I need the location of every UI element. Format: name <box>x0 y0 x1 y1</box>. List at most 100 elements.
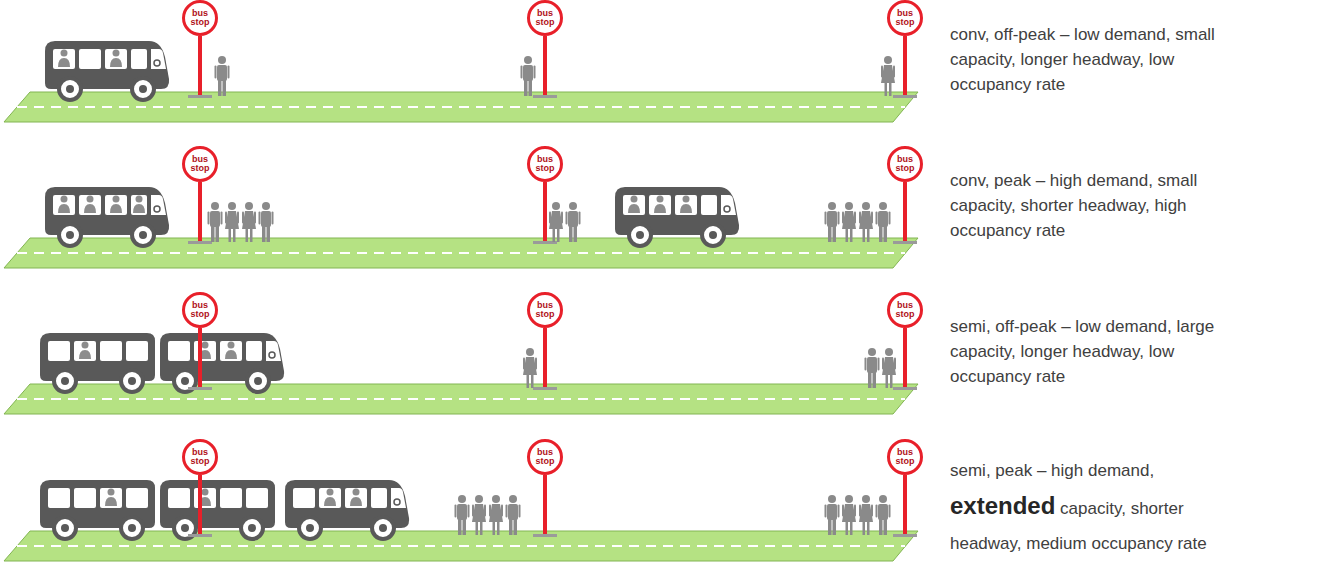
sign-text: bus stop <box>894 301 916 319</box>
bus-stop-pole <box>188 328 212 390</box>
bus-stop-sign: bus stop <box>887 292 923 328</box>
bus-stop-sign: bus stop <box>887 146 923 182</box>
bus-stop-sign: bus stop <box>527 292 563 328</box>
sign-text: bus stop <box>189 9 211 27</box>
waiting-person <box>549 202 563 242</box>
bus-stop-pole <box>188 475 212 537</box>
bus-trailer <box>40 480 155 539</box>
bus <box>45 187 169 246</box>
waiting-person <box>842 202 856 242</box>
description-line: conv, off-peak – low demand, small capac… <box>950 25 1215 94</box>
bus-stop-pole <box>893 182 917 244</box>
bus-body <box>40 333 155 392</box>
passenger <box>58 50 70 68</box>
bus-trailer <box>40 333 155 392</box>
passenger <box>654 196 666 214</box>
sign-text: bus stop <box>894 448 916 466</box>
bus-body <box>285 480 409 539</box>
waiting-person <box>825 495 840 535</box>
waiting-person <box>208 202 223 242</box>
passenger <box>58 196 70 214</box>
waiting-person <box>489 495 503 535</box>
waiting-person <box>882 348 896 388</box>
passenger <box>133 196 145 214</box>
bus-stop-sign: bus stop <box>887 0 923 36</box>
waiting-person <box>842 495 856 535</box>
passenger <box>110 196 122 214</box>
description-line: conv, peak – high demand, small capacity… <box>950 171 1197 240</box>
passenger <box>105 489 117 507</box>
waiting-person <box>865 348 880 388</box>
waiting-person <box>859 495 873 535</box>
waiting-person <box>566 202 581 242</box>
bus-stop-pole <box>533 36 557 98</box>
bus-trailer <box>160 480 275 539</box>
bus <box>615 187 739 246</box>
waiting-person <box>242 202 256 242</box>
bus-body <box>160 480 275 539</box>
waiting-person <box>215 56 230 96</box>
waiting-person <box>881 56 895 96</box>
sign-text: bus stop <box>894 155 916 173</box>
sign-text: bus stop <box>189 448 211 466</box>
passenger <box>350 489 362 507</box>
bus-stop-sign: bus stop <box>182 146 218 182</box>
passenger <box>628 196 640 214</box>
sign-text: bus stop <box>534 155 556 173</box>
passenger <box>79 342 91 360</box>
passenger <box>324 489 336 507</box>
sign-text: bus stop <box>894 9 916 27</box>
sign-text: bus stop <box>534 301 556 319</box>
bus-stop-sign: bus stop <box>182 0 218 36</box>
waiting-person <box>859 202 873 242</box>
bus-stop-pole <box>533 475 557 537</box>
waiting-person <box>825 202 840 242</box>
passenger <box>110 50 122 68</box>
road-row <box>4 182 918 268</box>
passenger <box>84 196 96 214</box>
bus-stop-pole <box>893 475 917 537</box>
waiting-person <box>506 495 521 535</box>
sign-text: bus stop <box>534 9 556 27</box>
road-row <box>4 36 918 122</box>
bus-body <box>615 187 739 246</box>
waiting-person <box>523 348 537 388</box>
bus-body <box>45 187 169 246</box>
bus-stop-sign: bus stop <box>527 0 563 36</box>
waiting-person <box>472 495 486 535</box>
description-line: semi, peak – high demand, <box>950 461 1154 480</box>
bus-stop-pole <box>188 36 212 98</box>
waiting-person <box>455 495 470 535</box>
bus-body <box>45 41 169 100</box>
sign-text: bus stop <box>189 155 211 173</box>
bus-stop-pole <box>893 36 917 98</box>
bus-stop-sign: bus stop <box>182 439 218 475</box>
road-row <box>4 328 918 414</box>
passenger <box>225 342 237 360</box>
bus-stop-sign: bus stop <box>887 439 923 475</box>
description-text: conv, off-peak – low demand, small capac… <box>950 22 1222 97</box>
bus <box>285 480 409 539</box>
bus-stop-sign: bus stop <box>527 439 563 475</box>
waiting-person <box>876 495 891 535</box>
bus-body <box>40 480 155 539</box>
bus-stop-sign: bus stop <box>527 146 563 182</box>
waiting-person <box>225 202 239 242</box>
description-text: conv, peak – high demand, small capacity… <box>950 168 1222 243</box>
road-row <box>4 475 918 561</box>
waiting-person <box>259 202 274 242</box>
sign-text: bus stop <box>189 301 211 319</box>
bus-stop-sign: bus stop <box>182 292 218 328</box>
description-line: semi, off-peak – low demand, large capac… <box>950 317 1214 386</box>
waiting-person <box>876 202 891 242</box>
bus-stop-pole <box>893 328 917 390</box>
description-text: semi, off-peak – low demand, large capac… <box>950 314 1222 389</box>
bus-body <box>160 333 284 392</box>
bus <box>160 333 284 392</box>
passenger <box>680 196 692 214</box>
waiting-person <box>521 56 536 96</box>
bus <box>45 41 169 100</box>
